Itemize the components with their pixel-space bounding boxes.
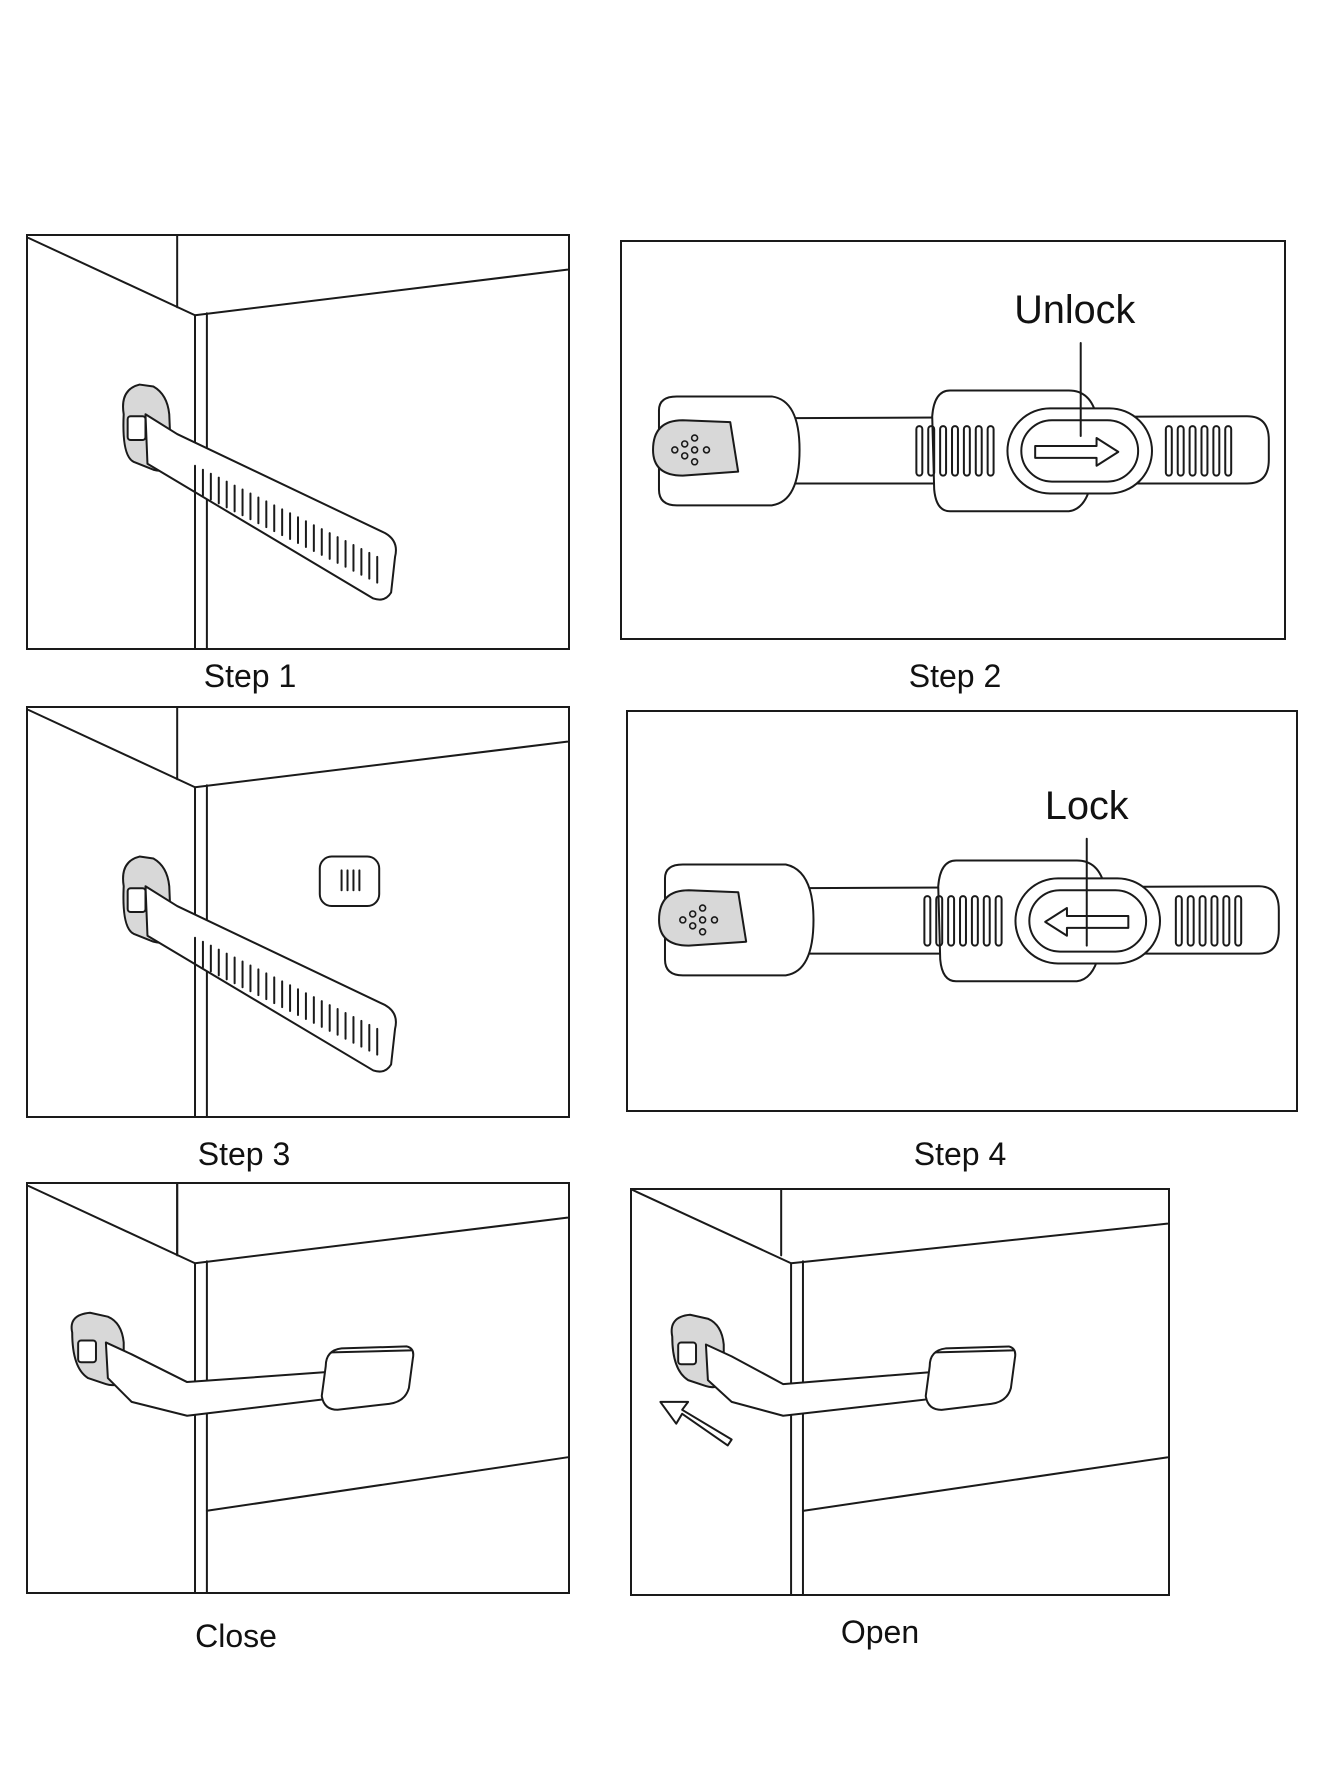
strap-ridges	[195, 938, 377, 1055]
strap	[145, 886, 395, 1071]
ridges-left	[916, 426, 993, 476]
open-panel	[630, 1188, 1170, 1596]
strap-ridges	[195, 466, 377, 583]
ridges-left	[924, 896, 1001, 946]
strap	[706, 1344, 940, 1415]
lock-label: Lock	[1045, 784, 1129, 828]
release-button	[659, 890, 746, 945]
strap	[106, 1342, 336, 1415]
step4-caption: Step 4	[913, 1136, 1007, 1172]
step1-panel	[26, 234, 570, 650]
step2-panel: Unlock	[620, 240, 1286, 640]
close-panel	[26, 1182, 570, 1594]
strap-receiver	[926, 1346, 1016, 1409]
strap-receiver	[320, 857, 379, 907]
unlock-label: Unlock	[1014, 288, 1135, 332]
ridges-right	[1176, 896, 1241, 946]
strap-lock-illustration: Lock	[628, 784, 1296, 1110]
strap-unlock-illustration: Unlock	[622, 288, 1284, 638]
step3-caption: Step 3	[197, 1136, 291, 1172]
step3-panel	[26, 706, 570, 1118]
cabinet-open-illustration	[632, 1190, 1168, 1594]
ridges-right	[1166, 426, 1231, 476]
button-dots	[680, 905, 718, 935]
cabinet-strap-step3-illustration	[28, 708, 568, 1116]
release-button	[653, 420, 738, 475]
arrow-right-icon	[1035, 438, 1118, 466]
close-caption: Close	[195, 1618, 277, 1654]
strap	[145, 414, 395, 599]
pull-arrow-icon	[660, 1402, 731, 1446]
step4-panel: Lock	[626, 710, 1298, 1112]
button-dots	[672, 435, 710, 465]
open-caption: Open	[840, 1614, 920, 1650]
strap-receiver	[322, 1346, 414, 1409]
step2-caption: Step 2	[908, 658, 1002, 694]
cabinet-strap-step1-illustration	[28, 236, 568, 648]
step1-caption: Step 1	[203, 658, 297, 694]
cabinet-closed-illustration	[28, 1184, 568, 1592]
